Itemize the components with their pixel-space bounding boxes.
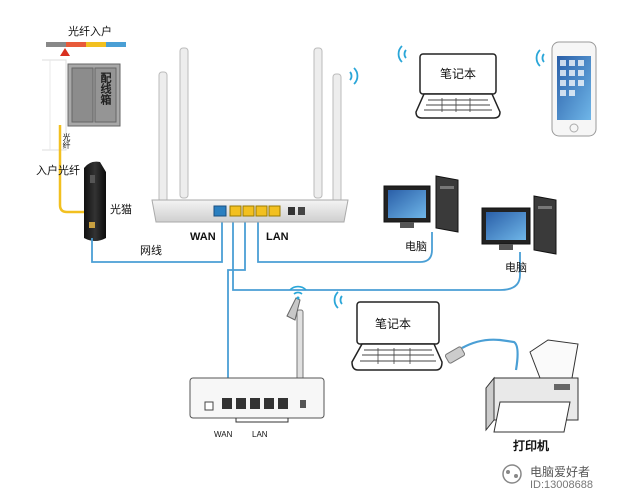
usb-cable (444, 338, 519, 371)
watermark-id: ID:13008688 (530, 479, 593, 491)
network-cables (91, 222, 521, 400)
pc2-label: 电脑 (505, 262, 527, 274)
watermark-name: 电脑爱好者 (530, 465, 591, 479)
modem-label: 光猫 (110, 204, 132, 216)
router2-wan-label: WAN (214, 430, 233, 439)
pc1-label: 电脑 (405, 241, 427, 253)
laptop-middle (351, 301, 443, 371)
router2-lan-label: LAN (252, 430, 268, 439)
watermark: 电脑爱好者 ID:13008688 (530, 466, 593, 492)
printer-label: 打印机 (513, 439, 550, 453)
wifi-icon (535, 49, 545, 67)
desktop-pc-2 (481, 195, 557, 255)
fiber-vertical-label: 光纤 (62, 133, 71, 149)
fiber-in-label: 光纤入户 (68, 26, 112, 38)
cable-label: 网线 (140, 245, 162, 257)
wifi-icon (397, 45, 407, 63)
desktop-pc-1 (383, 175, 459, 233)
cabinet-label: 配线箱 (99, 72, 111, 105)
laptop-top-label: 笔记本 (440, 67, 477, 81)
smartphone (551, 41, 597, 137)
lan-label: LAN (266, 231, 289, 243)
wifi-icon (289, 285, 307, 300)
laptop-top (415, 53, 501, 119)
fiber-entry-arrow-icon (60, 48, 70, 56)
optical-modem (84, 161, 106, 241)
fiber-home-label: 入户光纤 (36, 165, 80, 177)
wifi-icon (333, 291, 343, 309)
distribution-cabinet (67, 63, 121, 127)
laptop-mid-label: 笔记本 (375, 317, 412, 331)
watermark-logo-icon (502, 464, 522, 484)
secondary-router (189, 297, 325, 423)
wan-label: WAN (190, 231, 216, 243)
main-router (151, 47, 349, 223)
printer (485, 339, 579, 433)
fiber-entry-bar (46, 42, 126, 56)
wan-port (213, 205, 227, 217)
wifi-icon (349, 67, 359, 85)
fiber-cable (58, 125, 86, 214)
